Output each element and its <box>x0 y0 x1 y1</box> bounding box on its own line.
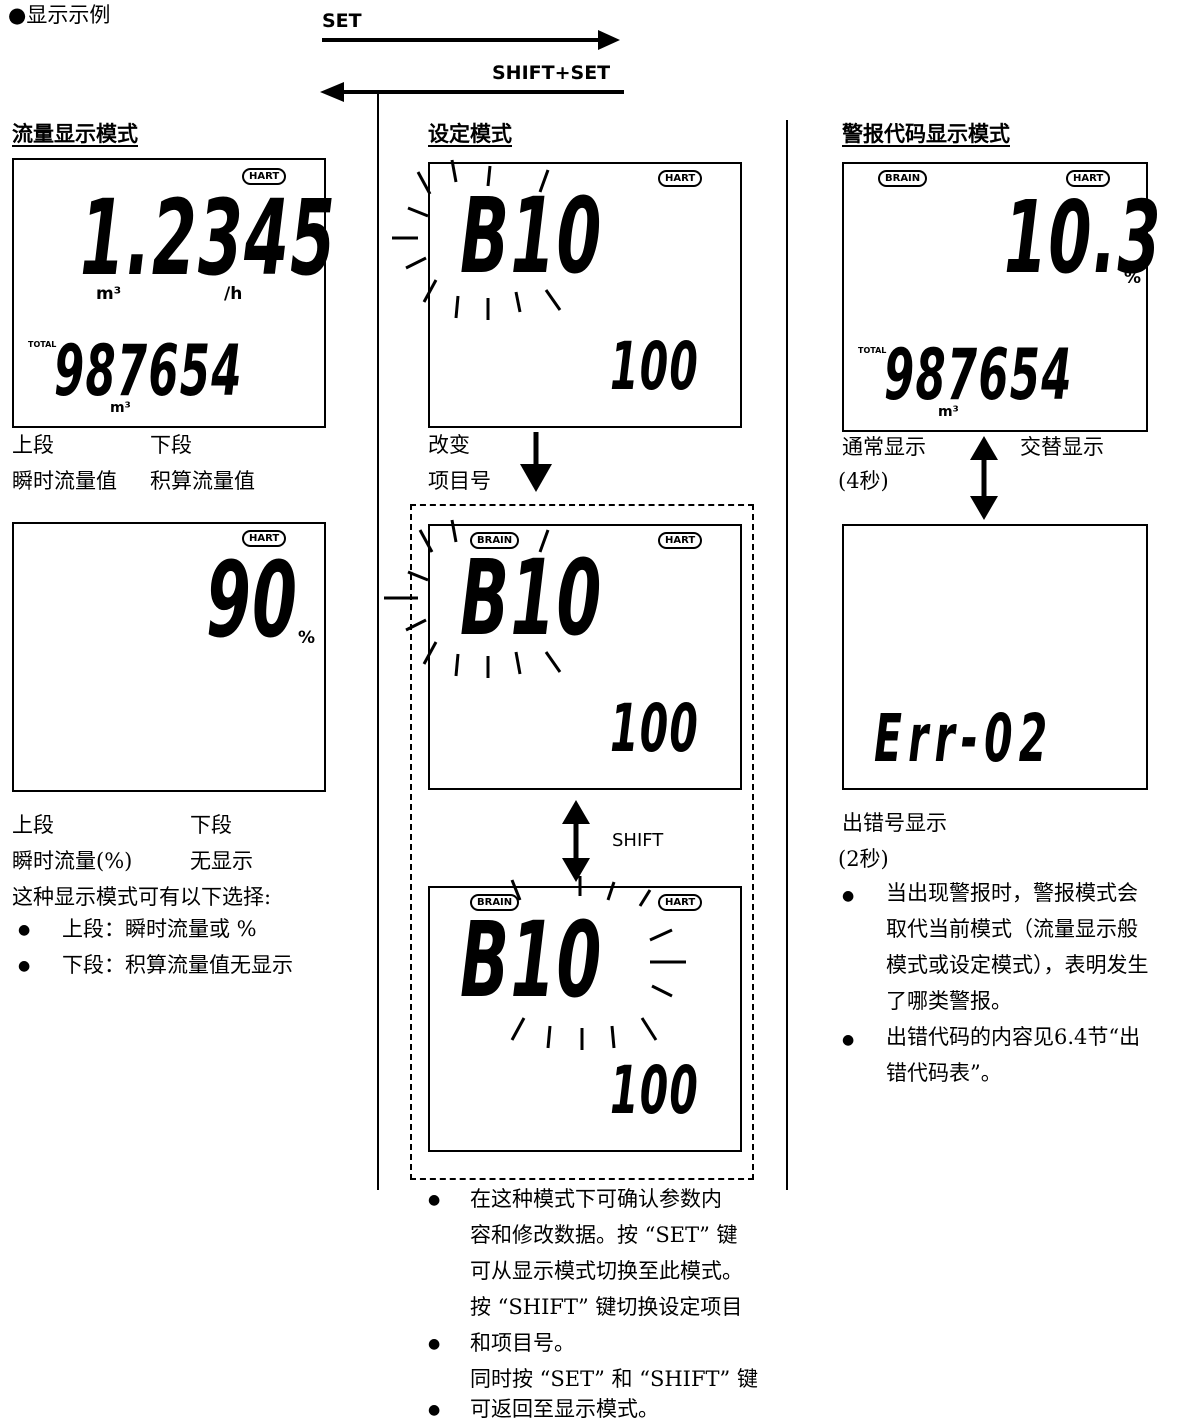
lower-desc: 积算流量值 <box>150 469 255 493</box>
setting-note: 在这种模式下可确认参数内 <box>470 1187 722 1211</box>
flow-mode-heading: 流量显示模式 <box>12 121 138 146</box>
param-code: B10 <box>460 899 603 1021</box>
setting-note: 按 “SHIFT” 键切换设定项目 <box>470 1295 743 1319</box>
lower-desc-2: 无显示 <box>190 849 253 873</box>
bullet-icon: ● <box>842 1032 855 1048</box>
upper-label: 上段 <box>12 433 54 457</box>
lower-label-2: 下段 <box>190 813 232 837</box>
hart-tag: HART <box>242 168 287 185</box>
total-label: TOTAL <box>858 346 887 355</box>
shift-cycle-box <box>410 504 754 1180</box>
hart-tag: HART <box>658 532 703 549</box>
alarm-note: 出错代码的内容见6.4节“出 <box>886 1025 1141 1049</box>
bullet-icon: ● <box>428 1402 441 1418</box>
param-value: 100 <box>610 328 700 405</box>
setting-lcd-3: BRAIN HART B10 100 <box>428 886 742 1152</box>
bullet-icon: ● <box>428 1336 441 1352</box>
alarm-lcd-2: Err-02 <box>842 524 1148 790</box>
bullet-icon: ● <box>842 888 855 904</box>
param-value: 100 <box>610 1052 700 1129</box>
set-arrow-label: SET <box>322 10 362 32</box>
hart-tag: HART <box>1066 170 1111 187</box>
hart-tag: HART <box>658 894 703 911</box>
bullet-icon: ● <box>18 958 31 974</box>
column-divider-right <box>786 120 788 1190</box>
normal-display-time: (4秒) <box>838 469 889 493</box>
item-number-label: 项目号 <box>428 469 491 493</box>
error-display-label: 出错号显示 <box>842 811 947 835</box>
alarm-percent-value: 10.3 <box>1004 179 1162 296</box>
setting-note: 可从显示模式切换至此模式。 <box>470 1259 743 1283</box>
error-display-time: (2秒) <box>838 847 889 871</box>
upper-label-2: 上段 <box>12 813 54 837</box>
brain-tag: BRAIN <box>470 894 520 911</box>
param-code: B10 <box>460 175 603 297</box>
alarm-lcd-1: BRAIN HART 10.3 % TOTAL 987654 m³ <box>842 162 1161 432</box>
setting-lcd-2: BRAIN HART B10 100 <box>428 524 742 790</box>
setting-lcd-1: HART B10 100 <box>428 162 742 428</box>
set-arrow-icon <box>322 30 620 50</box>
alarm-mode-heading: 警报代码显示模式 <box>842 121 1010 146</box>
flow-percent-value: 90 <box>206 539 299 661</box>
bullet-icon: ● <box>18 922 31 938</box>
hart-tag: HART <box>242 530 287 547</box>
flow-lower-unit: m³ <box>110 400 131 416</box>
flow-lcd-1: HART 1.2345 m³ /h TOTAL 987654 m³ <box>12 158 335 428</box>
shift-set-arrow-icon <box>320 82 624 102</box>
normal-display-label: 通常显示 <box>842 435 926 459</box>
hart-tag: HART <box>658 170 703 187</box>
setting-mode-heading: 设定模式 <box>428 121 512 146</box>
alarm-note: 取代当前模式（流量显示般 <box>886 917 1138 941</box>
upper-desc-2: 瞬时流量(%) <box>12 849 133 873</box>
alarm-note: 模式或设定模式），表明发生 <box>886 953 1149 977</box>
percent-unit: % <box>298 628 316 648</box>
param-value: 100 <box>610 690 700 767</box>
flow-unit-per-hour: /h <box>224 284 243 304</box>
total-label: TOTAL <box>28 340 57 349</box>
alarm-lower-value: 987654 <box>884 334 1073 416</box>
alarm-lower-unit: m³ <box>938 404 959 420</box>
param-code: B10 <box>460 537 603 659</box>
options-intro: 这种显示模式可有以下选择: <box>12 885 272 909</box>
change-label: 改变 <box>428 433 470 457</box>
shift-set-arrow-label: SHIFT+SET <box>492 62 611 84</box>
alarm-note: 了哪类警报。 <box>886 989 1012 1013</box>
brain-tag: BRAIN <box>878 170 928 187</box>
bullet-icon: ● <box>428 1192 441 1208</box>
setting-note: 可返回至显示模式。 <box>470 1397 659 1421</box>
shift-arrow-label: SHIFT <box>612 830 664 851</box>
setting-note: 和项目号。 <box>470 1331 575 1355</box>
flow-upper-value: 1.2345 <box>80 177 337 299</box>
flow-lower-value: 987654 <box>54 330 243 412</box>
page-title: ●显示示例 <box>8 3 111 27</box>
flow-lcd-2: HART 90 % <box>12 522 326 792</box>
setting-note: 容和修改数据。按 “SET” 键 <box>470 1223 738 1247</box>
alternate-display-label: 交替显示 <box>1020 435 1104 459</box>
alarm-note: 当出现警报时，警报模式会 <box>886 881 1138 905</box>
lower-label: 下段 <box>150 433 192 457</box>
percent-unit: % <box>1124 268 1142 288</box>
brain-tag: BRAIN <box>470 532 520 549</box>
flow-unit-m3: m³ <box>96 284 122 304</box>
option-item: 下段：积算流量值无显示 <box>62 953 293 977</box>
option-item: 上段：瞬时流量或 % <box>62 917 257 941</box>
alarm-note: 错代码表”。 <box>886 1061 1002 1085</box>
setting-note: 同时按 “SET” 和 “SHIFT” 键 <box>470 1367 758 1391</box>
upper-desc: 瞬时流量值 <box>12 469 117 493</box>
column-divider-left <box>377 90 379 1190</box>
error-code: Err-02 <box>874 700 1054 777</box>
